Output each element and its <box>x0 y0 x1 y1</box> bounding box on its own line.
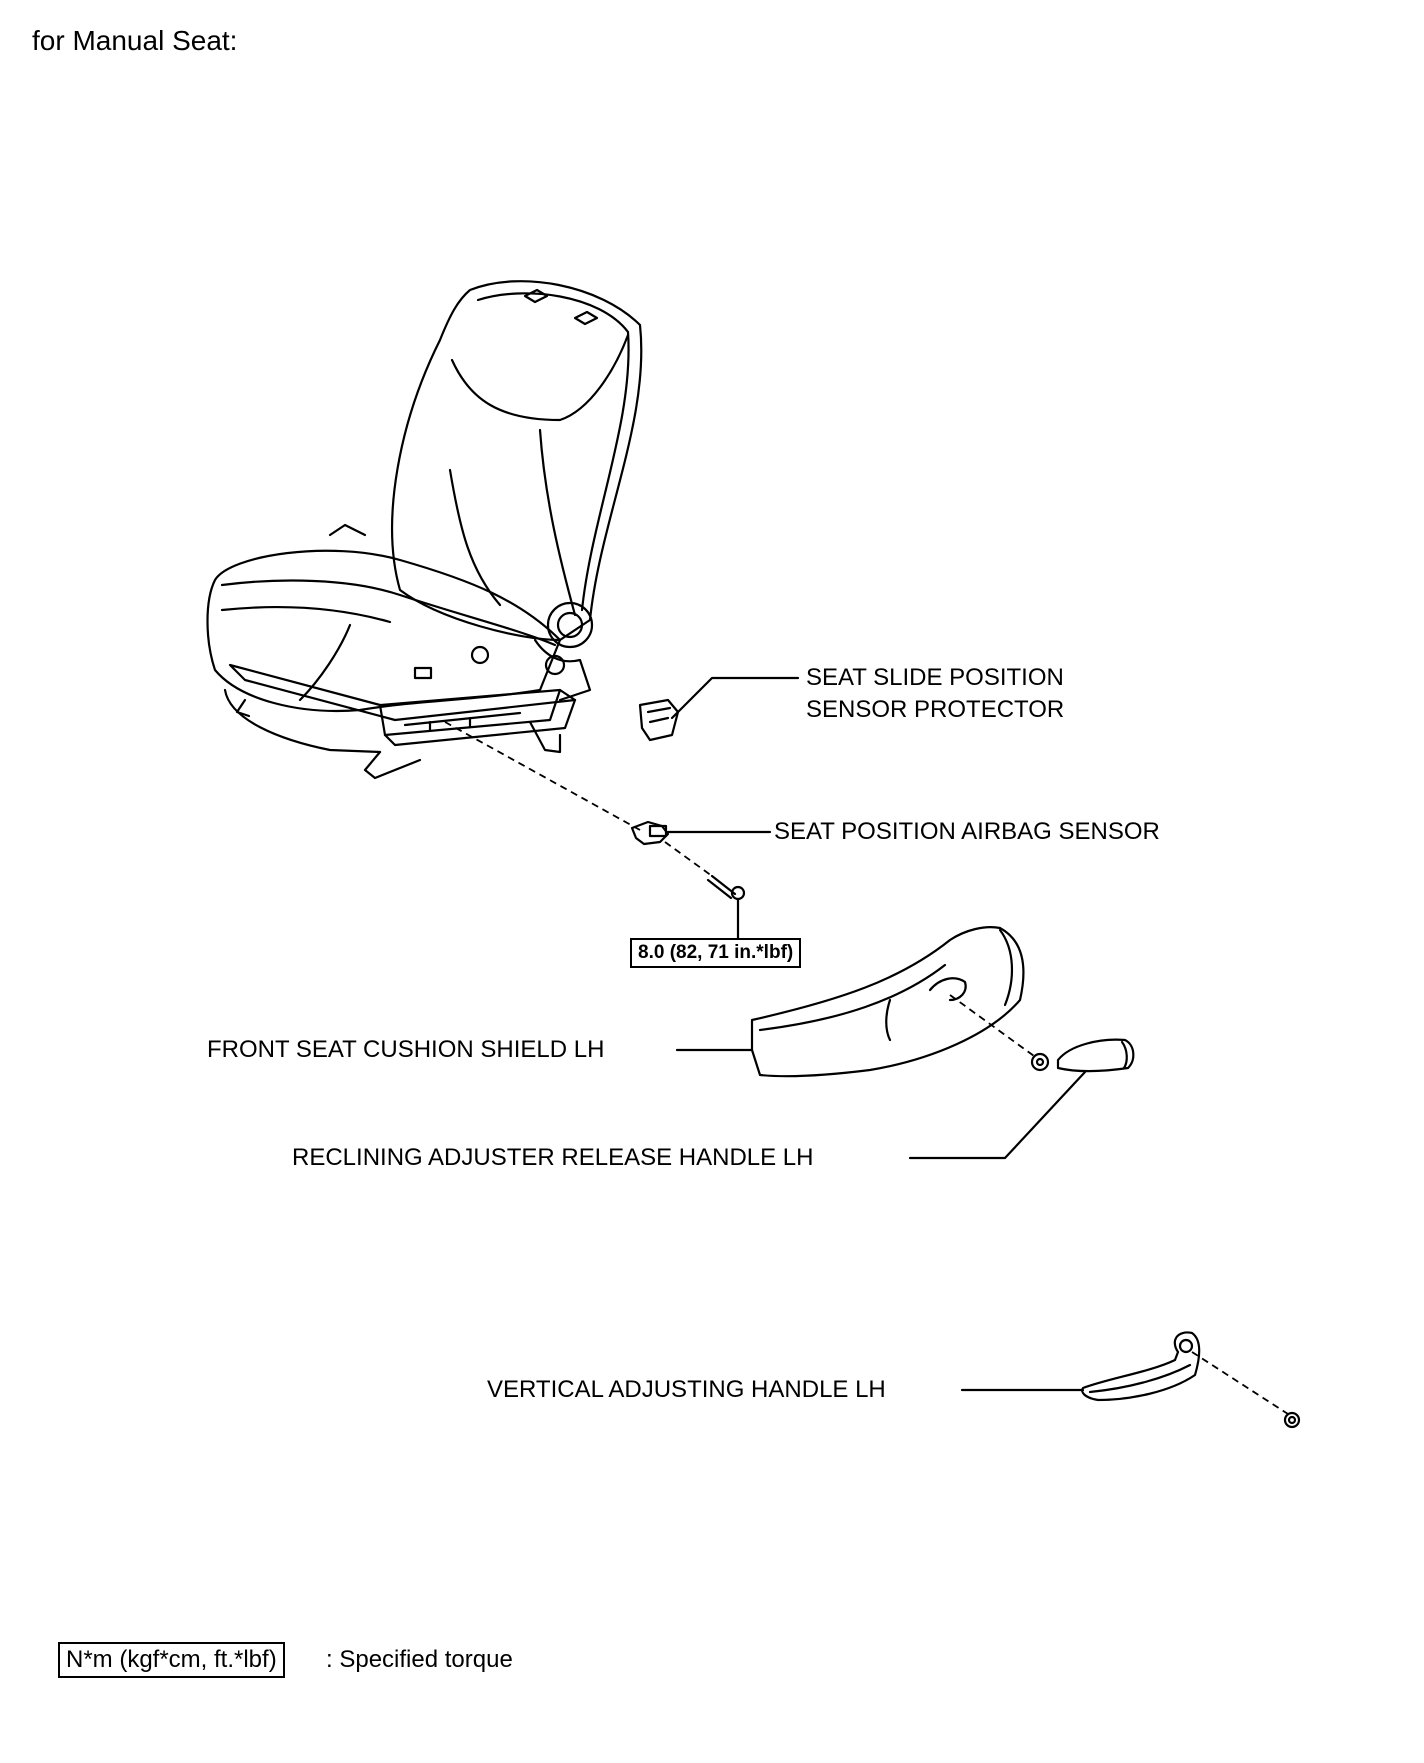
label-cushion-shield: FRONT SEAT CUSHION SHIELD LH <box>207 1036 605 1063</box>
torque-value-box: 8.0 (82, 71 in.*lbf) <box>630 938 802 968</box>
assembly-line-shield <box>949 994 1035 1057</box>
screw-icon <box>1030 1052 1050 1072</box>
reclining-handle-icon <box>1056 1038 1135 1073</box>
airbag-sensor-icon <box>630 820 670 846</box>
assembly-line-bolt <box>664 841 713 877</box>
reclining-handle-leader <box>908 1070 1087 1160</box>
sensor-protector-icon <box>638 698 680 742</box>
seat-assembly-icon <box>206 280 643 780</box>
assembly-line-sensor <box>444 721 641 831</box>
sensor-protector-leader <box>670 676 800 720</box>
vertical-handle-icon <box>1081 1331 1201 1402</box>
screw-icon-2 <box>1283 1411 1301 1429</box>
legend-torque-box: N*m (kgf*cm, ft.*lbf) <box>58 1642 285 1678</box>
label-slide-sensor-protector-line2: SENSOR PROTECTOR <box>806 696 1065 723</box>
label-reclining-handle: RECLINING ADJUSTER RELEASE HANDLE LH <box>292 1144 814 1171</box>
page-heading: for Manual Seat: <box>32 25 238 56</box>
legend-description: : Specified torque <box>326 1646 513 1673</box>
label-vertical-handle: VERTICAL ADJUSTING HANDLE LH <box>487 1376 886 1403</box>
bolt-icon <box>706 874 746 901</box>
label-slide-sensor-protector-line1: SEAT SLIDE POSITION <box>806 664 1064 691</box>
assembly-line-vertical <box>1191 1351 1289 1415</box>
cushion-shield-icon <box>750 926 1025 1078</box>
label-airbag-sensor: SEAT POSITION AIRBAG SENSOR <box>774 818 1160 845</box>
